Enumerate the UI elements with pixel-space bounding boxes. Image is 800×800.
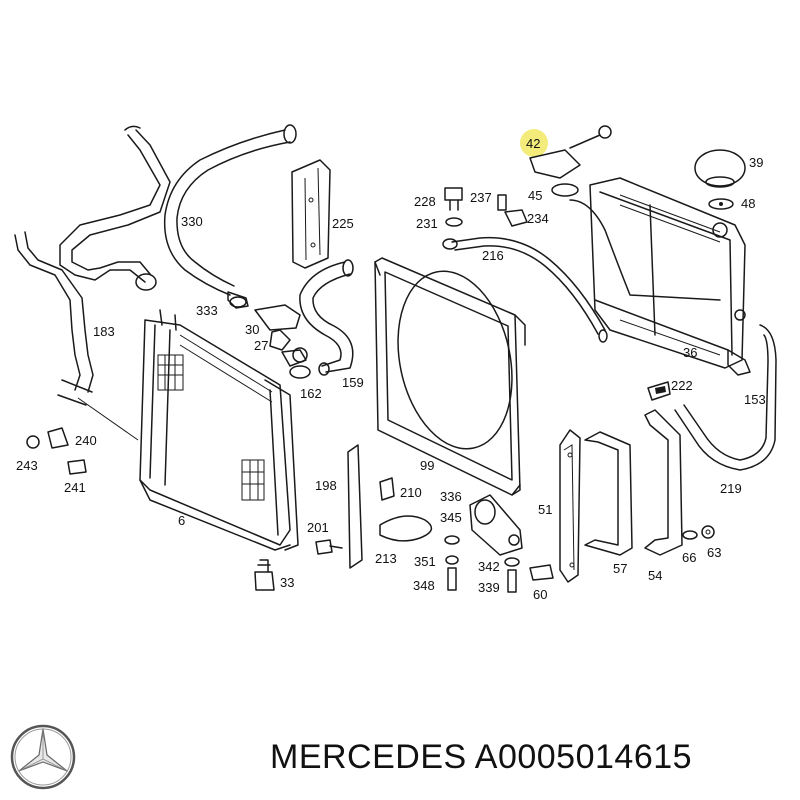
bracket-51 bbox=[559, 429, 581, 583]
callout-153: 153 bbox=[744, 392, 766, 407]
callout-339: 339 bbox=[478, 580, 500, 595]
callout-210: 210 bbox=[400, 485, 422, 500]
callout-30: 30 bbox=[245, 322, 259, 337]
callout-27: 27 bbox=[254, 338, 268, 353]
upper-hose-183 bbox=[14, 125, 171, 406]
strip-198 bbox=[347, 444, 363, 569]
hose-159 bbox=[299, 259, 354, 376]
callout-241: 241 bbox=[64, 480, 86, 495]
callout-240: 240 bbox=[75, 433, 97, 448]
hose-330 bbox=[163, 124, 297, 309]
callout-45: 45 bbox=[528, 188, 542, 203]
fastener-group-348 bbox=[444, 535, 554, 593]
callout-201: 201 bbox=[307, 520, 329, 535]
callout-highlight-42 bbox=[520, 129, 548, 157]
nuts-66-63 bbox=[682, 525, 715, 540]
callout-99: 99 bbox=[420, 458, 434, 473]
callout-57: 57 bbox=[613, 561, 627, 576]
radiator-6 bbox=[139, 309, 299, 551]
fan-shroud-99 bbox=[374, 257, 526, 496]
mount-336 bbox=[469, 494, 523, 556]
callout-6: 6 bbox=[178, 513, 185, 528]
brand-name: MERCEDES bbox=[270, 738, 467, 776]
callout-336: 336 bbox=[440, 489, 462, 504]
callout-60: 60 bbox=[533, 587, 547, 602]
hose-153 bbox=[674, 324, 777, 471]
callout-162: 162 bbox=[300, 386, 322, 401]
callout-54: 54 bbox=[648, 568, 662, 583]
callout-231: 231 bbox=[416, 216, 438, 231]
callout-234: 234 bbox=[527, 211, 549, 226]
callout-39: 39 bbox=[749, 155, 763, 170]
callout-219: 219 bbox=[720, 481, 742, 496]
callout-51: 51 bbox=[538, 502, 552, 517]
callout-333: 333 bbox=[196, 303, 218, 318]
callout-36: 36 bbox=[683, 345, 697, 360]
callout-222: 222 bbox=[671, 378, 693, 393]
callout-228: 228 bbox=[414, 194, 436, 209]
callout-216: 216 bbox=[482, 248, 504, 263]
callout-243: 243 bbox=[16, 458, 38, 473]
leader-line-183 bbox=[77, 397, 139, 441]
callout-66: 66 bbox=[682, 550, 696, 565]
callout-345: 345 bbox=[440, 510, 462, 525]
hose-216 bbox=[442, 236, 608, 343]
bolt-group-228 bbox=[444, 187, 528, 227]
callout-159: 159 bbox=[342, 375, 364, 390]
part-number-caption: MERCEDES A0005014615 bbox=[270, 738, 692, 777]
callout-183: 183 bbox=[93, 324, 115, 339]
callout-342: 342 bbox=[478, 559, 500, 574]
callout-42: 42 bbox=[526, 136, 540, 151]
callout-198: 198 bbox=[315, 478, 337, 493]
drain-plug-33 bbox=[254, 559, 275, 591]
bracket-225 bbox=[291, 159, 331, 269]
callout-48: 48 bbox=[741, 196, 755, 211]
clamp-240 bbox=[26, 427, 87, 475]
pressure-cap-42 bbox=[520, 125, 612, 197]
clamp-213 bbox=[379, 477, 433, 542]
callout-225: 225 bbox=[332, 216, 354, 231]
callout-330: 330 bbox=[181, 214, 203, 229]
hose-clamp-162 bbox=[229, 296, 311, 379]
callout-33: 33 bbox=[280, 575, 294, 590]
callout-labels: 42 39 45 48 228 237 231 234 216 330 225 … bbox=[16, 136, 766, 602]
mercedes-star-icon bbox=[10, 724, 76, 790]
expansion-tank-36 bbox=[569, 177, 751, 376]
thermostat-assembly bbox=[254, 304, 308, 367]
cap-39 bbox=[694, 149, 746, 210]
callout-351: 351 bbox=[414, 554, 436, 569]
bracket-54 bbox=[644, 409, 683, 556]
bolt-201 bbox=[315, 539, 343, 555]
callout-213: 213 bbox=[375, 551, 397, 566]
callout-348: 348 bbox=[413, 578, 435, 593]
clip-222 bbox=[647, 381, 671, 401]
callout-237: 237 bbox=[470, 190, 492, 205]
callout-63: 63 bbox=[707, 545, 721, 560]
part-number: A0005014615 bbox=[474, 738, 693, 776]
bracket-57 bbox=[584, 431, 633, 556]
